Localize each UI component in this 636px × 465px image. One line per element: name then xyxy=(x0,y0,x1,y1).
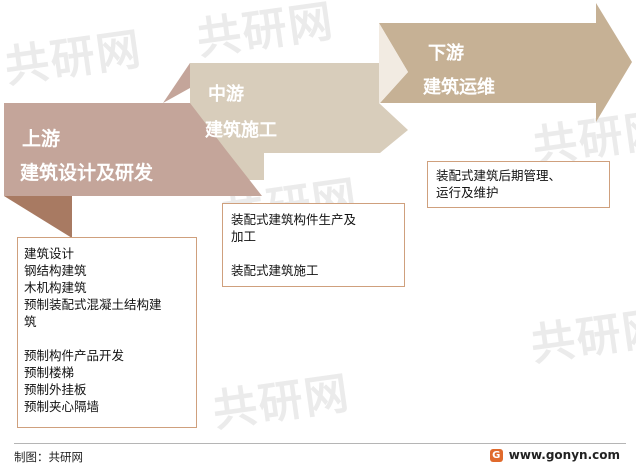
upstream-subtitle: 建筑设计及研发 xyxy=(20,162,154,184)
list-item: 建筑设计 xyxy=(24,246,75,261)
list-item: 运行及维护 xyxy=(436,185,499,200)
midstream-corner-fold xyxy=(163,63,190,103)
list-item: 筑 xyxy=(24,314,37,329)
list-item: 预制楼梯 xyxy=(24,365,75,380)
site-credit: G www.gonyn.com xyxy=(489,448,620,462)
source-credit: 制图：共研网 xyxy=(14,450,83,464)
list-item: 加工 xyxy=(231,229,257,244)
footer-divider xyxy=(14,443,626,444)
downstream-detail-box: 装配式建筑后期管理、 运行及维护 xyxy=(427,161,610,208)
site-url: www.gonyn.com xyxy=(508,448,620,462)
upstream-fold xyxy=(4,196,72,238)
downstream-arrow xyxy=(379,3,632,122)
list-item: 预制构件产品开发 xyxy=(24,348,125,363)
midstream-title: 中游 xyxy=(208,84,244,105)
list-item: 装配式建筑构件生产及 xyxy=(231,212,357,227)
list-item: 钢结构建筑 xyxy=(24,263,87,278)
gonyn-logo-icon: G xyxy=(489,448,503,462)
midstream-arrow xyxy=(190,63,408,180)
upstream-detail-box: 建筑设计 钢结构建筑 木机构建筑 预制装配式混凝土结构建 筑 预制构件产品开发 … xyxy=(17,237,197,428)
list-item: 预制外挂板 xyxy=(24,382,87,397)
list-item: 预制夹心隔墙 xyxy=(24,399,100,414)
list-item: 装配式建筑施工 xyxy=(231,263,319,278)
list-item: 预制装配式混凝土结构建 xyxy=(24,297,162,312)
list-item: 装配式建筑后期管理、 xyxy=(436,168,562,183)
downstream-subtitle: 建筑运维 xyxy=(423,77,495,98)
downstream-title: 下游 xyxy=(428,43,464,64)
upstream-title: 上游 xyxy=(22,128,61,150)
midstream-subtitle: 建筑施工 xyxy=(205,120,277,141)
list-item: 木机构建筑 xyxy=(24,280,87,295)
midstream-detail-box: 装配式建筑构件生产及 加工 装配式建筑施工 xyxy=(222,203,405,287)
midstream-fold xyxy=(379,23,408,103)
upstream-arrow xyxy=(4,103,262,196)
